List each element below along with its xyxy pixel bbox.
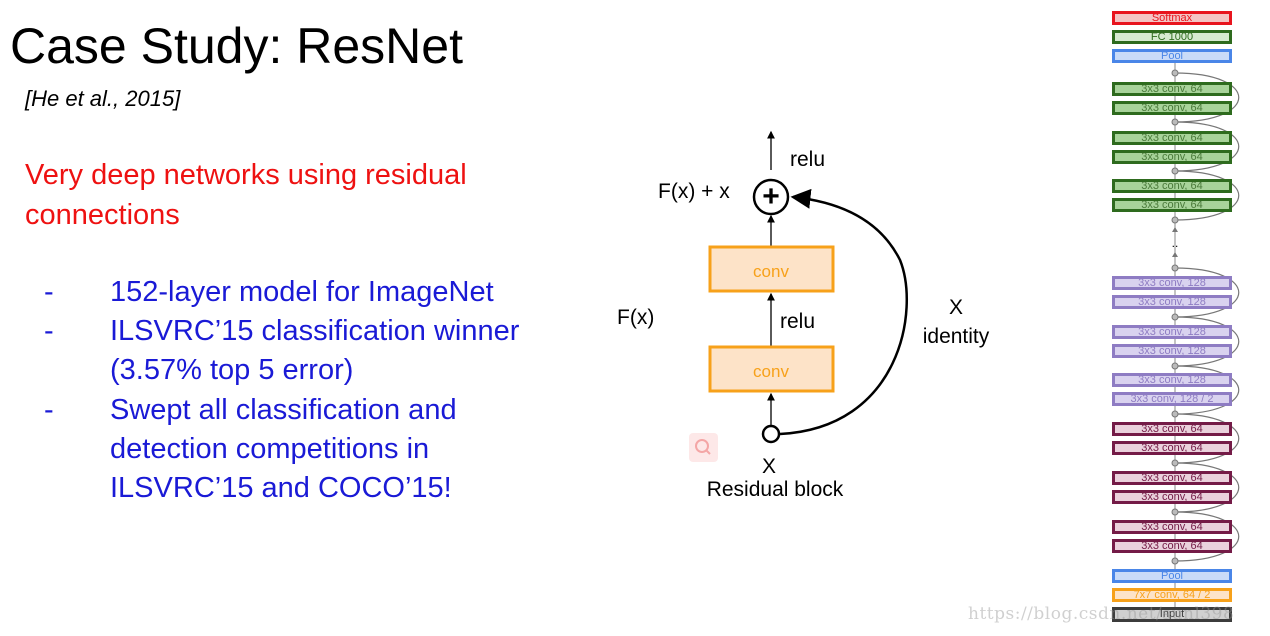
layer-green: 3x3 conv, 64: [1112, 198, 1232, 212]
layer-fc: FC 1000: [1112, 30, 1232, 44]
layer-green: 3x3 conv, 64: [1112, 82, 1232, 96]
skip-node: [1171, 69, 1179, 77]
layer-green: 3x3 conv, 64: [1112, 131, 1232, 145]
layer-purple: 3x3 conv, 128: [1112, 276, 1232, 290]
citation: [He et al., 2015]: [25, 86, 181, 111]
identity-x-label: X: [949, 296, 963, 319]
ellipsis: ..: [1172, 236, 1179, 250]
layer-maroon: 3x3 conv, 64: [1112, 441, 1232, 455]
conv-top-label: conv: [753, 262, 789, 281]
arrow-head: [1172, 252, 1178, 257]
bullet-text: (3.57% top 5 error): [110, 354, 354, 386]
watermark: https://blog.csdn.net/sunl398: [968, 604, 1235, 624]
fx-label: F(x): [617, 306, 654, 329]
skip-connection: [1174, 316, 1240, 367]
skip-connection: [1174, 365, 1240, 415]
bullet-dash: -: [44, 276, 54, 308]
skip-node: [1171, 216, 1179, 224]
skip-connection: [1174, 267, 1240, 318]
skip-connection: [1174, 462, 1240, 513]
layer-pool: Pool: [1112, 49, 1232, 63]
bullet-text: ILSVRC’15 classification winner: [110, 315, 520, 347]
skip-node: [1171, 459, 1179, 467]
identity-label: identity: [923, 325, 990, 348]
input-x-label: X: [762, 455, 776, 478]
skip-node: [1171, 118, 1179, 126]
skip-node: [1171, 508, 1179, 516]
layer-purple: 3x3 conv, 128: [1112, 295, 1232, 309]
bullet-dash: -: [44, 394, 54, 426]
skip-node: [1171, 362, 1179, 370]
headline: Very deep networks using residual connec…: [25, 159, 467, 231]
mid-relu-label: relu: [780, 310, 815, 333]
bullet-dash: -: [44, 315, 54, 347]
layer-purple: 3x3 conv, 128: [1112, 344, 1232, 358]
plus-icon: +: [762, 180, 780, 213]
layer-green: 3x3 conv, 64: [1112, 179, 1232, 193]
layer-maroon: 3x3 conv, 64: [1112, 471, 1232, 485]
layer-input: Input: [1112, 607, 1232, 622]
layer-purple: 3x3 conv, 128: [1112, 325, 1232, 339]
skip-node: [1171, 557, 1179, 565]
identity-shortcut: [779, 188, 908, 436]
layer-pool: Pool: [1112, 569, 1232, 583]
skip-connection: [1174, 413, 1240, 464]
skip-connection: [1174, 121, 1240, 172]
layer-purple: 3x3 conv, 128: [1112, 373, 1232, 387]
skip-node: [1171, 167, 1179, 175]
conv-block-bottom: [708, 345, 835, 393]
bullet-text: 152-layer model for ImageNet: [110, 276, 494, 308]
skip-node: [1171, 410, 1179, 418]
sum-label: F(x) + x: [658, 180, 730, 203]
input-node: [761, 424, 781, 444]
skip-connection: [1174, 72, 1240, 123]
arrow-head: [1172, 227, 1178, 232]
layer-green: 3x3 conv, 64: [1112, 150, 1232, 164]
layer-softmax: Softmax: [1112, 11, 1232, 25]
sum-node: [752, 178, 790, 216]
layer-maroon: 3x3 conv, 64: [1112, 520, 1232, 534]
residual-block-caption: Residual block: [707, 478, 844, 501]
layer-green: 3x3 conv, 64: [1112, 101, 1232, 115]
conv-bottom-label: conv: [753, 362, 789, 381]
skip-node: [1171, 313, 1179, 321]
conv-block-top: [708, 245, 835, 293]
slide-title: Case Study: ResNet: [10, 18, 463, 74]
skip-connection: [1174, 170, 1240, 221]
layer-maroon: 3x3 conv, 64: [1112, 539, 1232, 553]
layer-purple: 3x3 conv, 128 / 2: [1112, 392, 1232, 406]
skip-node: [1171, 264, 1179, 272]
bullet-text: ILSVRC’15 and COCO’15!: [110, 472, 452, 504]
residual-block-diagram: + conv conv relu F(x) + x F(x) relu X id…: [617, 130, 990, 501]
bullet-text: Swept all classification and: [110, 394, 457, 426]
layer-orange: 7x7 conv, 64 / 2: [1112, 588, 1232, 602]
search-icon[interactable]: [689, 433, 718, 462]
layer-maroon: 3x3 conv, 64: [1112, 490, 1232, 504]
bullet-text: detection competitions in: [110, 433, 430, 465]
skip-connection: [1174, 511, 1240, 562]
layer-maroon: 3x3 conv, 64: [1112, 422, 1232, 436]
top-relu-label: relu: [790, 148, 825, 171]
